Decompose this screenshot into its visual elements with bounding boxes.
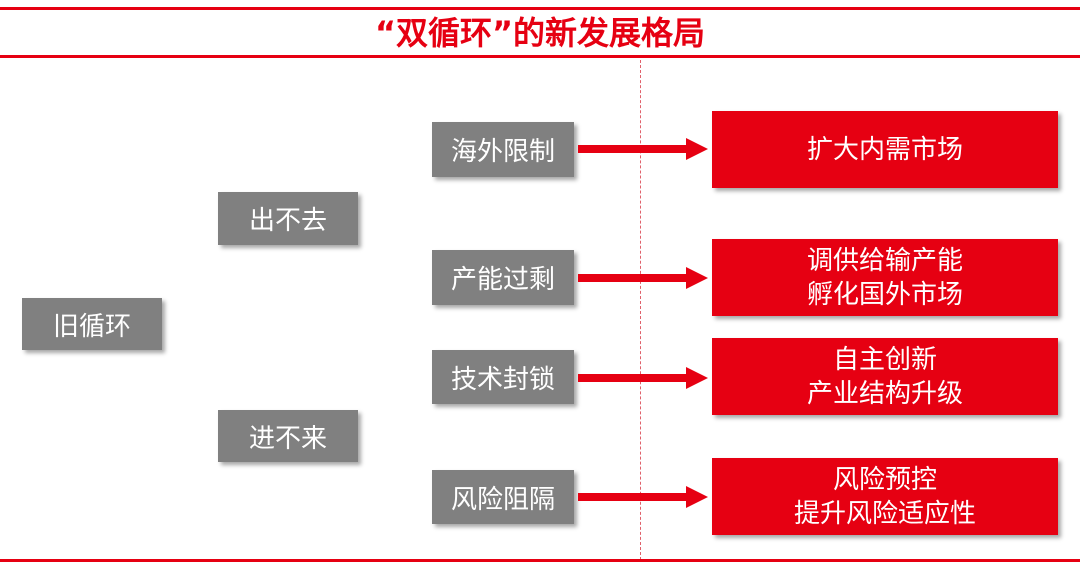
result-line: 扩大内需市场: [806, 134, 963, 165]
result-line: 提升风险适应性: [793, 498, 976, 529]
arrow-right-icon: [578, 267, 708, 289]
cause-node: 技术封锁: [432, 350, 574, 404]
page-title: “双循环”的新发展格局: [374, 14, 706, 52]
cause-node: 风险阻隔: [432, 470, 574, 524]
result-node: 风险预控 提升风险适应性: [712, 458, 1058, 535]
arrow-right-icon: [578, 367, 708, 389]
result-line: 自主创新: [832, 344, 937, 375]
bottom-rule: [0, 559, 1080, 562]
cause-node: 海外限制: [432, 122, 574, 177]
cause-node: 产能过剩: [432, 250, 574, 305]
result-node: 调供给输产能 孵化国外市场: [712, 239, 1058, 316]
arrow-right-icon: [578, 138, 708, 160]
branch-node: 进不来: [218, 410, 358, 462]
result-line: 调供给输产能: [806, 245, 963, 276]
title-rule: [0, 55, 1080, 58]
result-line: 产业结构升级: [806, 378, 963, 409]
arrow-right-icon: [578, 486, 708, 508]
result-line: 风险预控: [832, 464, 937, 495]
top-rule: [0, 7, 1080, 10]
branch-node: 出不去: [218, 192, 358, 245]
root-node: 旧循环: [22, 298, 162, 350]
divider-dashed: [640, 60, 641, 560]
result-node: 自主创新 产业结构升级: [712, 338, 1058, 415]
result-node: 扩大内需市场: [712, 111, 1058, 188]
result-line: 孵化国外市场: [806, 279, 963, 310]
